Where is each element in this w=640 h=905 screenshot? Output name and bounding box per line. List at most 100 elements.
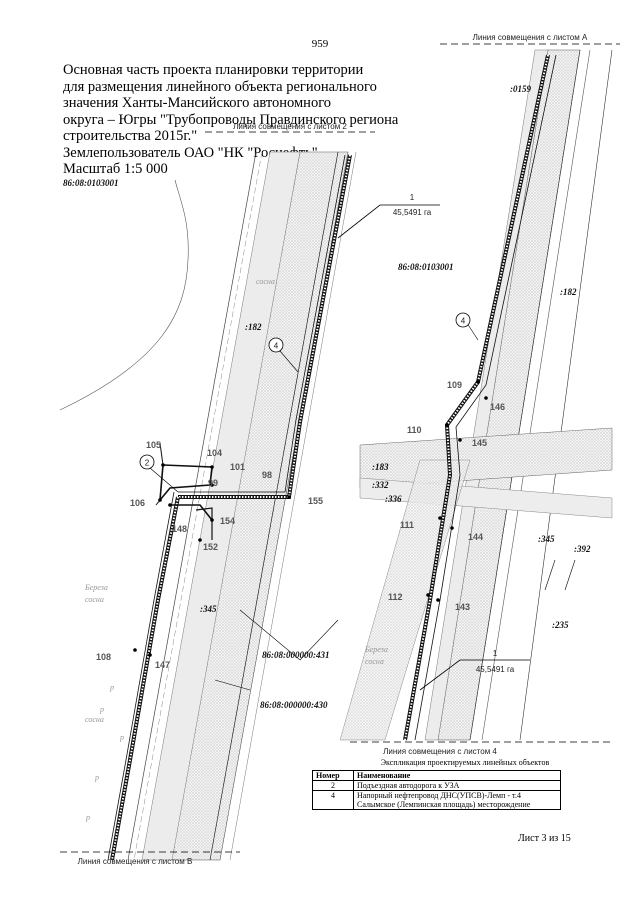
area-callout-leader [337, 204, 440, 239]
svg-text:р: р [94, 773, 99, 782]
corridor-band [424, 49, 549, 741]
page-number: 959 [311, 38, 329, 50]
survey-point [287, 495, 291, 499]
cadastral-leader [544, 559, 556, 591]
corridor-band [141, 151, 301, 861]
object-marker-label: 2 [145, 459, 150, 468]
pipeline-4-edge [178, 154, 346, 493]
point-label: 146 [490, 402, 505, 412]
forest-note: сосна [365, 657, 384, 666]
legend-number: 2 [312, 780, 354, 791]
point-label: 105 [146, 440, 161, 450]
point-label: 147 [155, 660, 170, 670]
corridor-line [481, 49, 591, 741]
object-marker-label: 4 [461, 317, 466, 326]
survey-point [168, 503, 172, 507]
survey-point [436, 598, 440, 602]
title-line: Основная часть проекта планировки террит… [63, 62, 364, 78]
survey-points [133, 380, 488, 657]
point-label: 101 [230, 462, 245, 472]
point-label: 108 [96, 652, 111, 662]
svg-text:р: р [109, 683, 114, 692]
point-label: 148 [172, 524, 187, 534]
title-line: Землепользователь ОАО "НК "Роснефть" [63, 144, 318, 161]
title-line: значения Ханты-Мансийского автономного [63, 95, 332, 111]
corridor-band [437, 49, 581, 741]
survey-point [450, 526, 454, 530]
cadastral-number: :235 [552, 620, 569, 630]
survey-point [158, 498, 162, 502]
area-callout-number: 1 [410, 193, 415, 202]
pipeline-4-edge [414, 54, 557, 741]
area-callout-value: 45,5491 га [476, 665, 515, 674]
match-line-label: Линия совмещения с листом А [473, 33, 588, 42]
corridor-line [209, 151, 339, 861]
cadastral-number: 86:08:000000:430 [260, 700, 328, 710]
cadastral-number: 86:08:0103001 [398, 262, 454, 272]
survey-point [148, 653, 152, 657]
match-line-label: Линия совмещения с листом В [78, 857, 193, 866]
corridor-line [229, 151, 357, 861]
point-label: 143 [455, 602, 470, 612]
point-label: 106 [130, 498, 145, 508]
road-2-outline [158, 464, 213, 503]
survey-point [458, 438, 462, 442]
point-label: 154 [220, 516, 235, 526]
pipeline-4-hatch [111, 496, 179, 861]
survey-point [445, 423, 449, 427]
point-label: 110 [407, 425, 422, 435]
survey-point [210, 465, 214, 469]
sheet-info: Лист 3 из 15 [518, 833, 571, 844]
object-marker: 4 [268, 337, 299, 373]
cadastral-number: :183 [372, 462, 389, 472]
corridor-line [127, 151, 257, 861]
point-label: 145 [472, 438, 487, 448]
point-label: 99 [208, 478, 218, 488]
legend-header: Номер [312, 770, 354, 781]
match-line-label: Линия совмещения с листом 4 [383, 747, 497, 756]
survey-point [476, 380, 480, 384]
legend-table: Номер Наименование 2 Подъездная автодоро… [312, 770, 561, 810]
svg-text:р: р [99, 705, 104, 714]
survey-point [133, 648, 137, 652]
left-corridors [59, 151, 440, 861]
cadastral-number: :0159 [510, 84, 531, 94]
survey-point [210, 518, 214, 522]
cadastral-number: :345 [538, 534, 555, 544]
pipeline-4-hatch [178, 154, 351, 498]
forest-note: Береза [364, 645, 388, 654]
legend-name-line: Напорный нефтепровод ДНС(УПСВ)-Лемп - т.… [357, 791, 521, 800]
survey-point [484, 396, 488, 400]
forest-note: Береза [84, 583, 108, 592]
corridor-line [519, 49, 613, 741]
cadastral-leader [214, 679, 251, 691]
legend-header-row: Номер Наименование [312, 770, 561, 781]
diagonal-band [339, 459, 471, 741]
legend-name-line: Салымское (Лемпинская площадь) месторожд… [357, 800, 531, 809]
point-label: 111 [400, 520, 414, 530]
legend-row: 2 Подъездная автодорога к УЗА [312, 780, 561, 791]
cadastral-leader [239, 609, 339, 661]
legend-name: Подъездная автодорога к УЗА [353, 780, 561, 791]
cadastral-number: 86:08:0103001 [63, 178, 119, 188]
object-marker: 2 [139, 454, 179, 493]
cadastral-leader [564, 559, 576, 591]
cross-band [359, 427, 613, 489]
area-callout-leader [419, 659, 530, 691]
legend-title: Экспликация проектируемых линейных объек… [380, 758, 550, 767]
cadastral-number: :392 [574, 544, 591, 554]
survey-point [426, 593, 430, 597]
point-label: 144 [468, 532, 483, 542]
forest-note: сосна [85, 715, 104, 724]
legend-row: 4 Напорный нефтепровод ДНС(УПСВ)-Лемп - … [312, 790, 561, 810]
title-line: округа – Югры "Трубопроводы Правдинского… [63, 111, 399, 128]
corridor-line [469, 49, 581, 741]
svg-text:р: р [119, 733, 124, 742]
svg-text:р: р [85, 813, 90, 822]
cadastral-number: :182 [245, 322, 262, 332]
pipeline-4-edge [107, 491, 175, 861]
road-2-outline [195, 507, 213, 540]
point-label: 98 [262, 470, 272, 480]
road-2-outline [170, 504, 213, 521]
